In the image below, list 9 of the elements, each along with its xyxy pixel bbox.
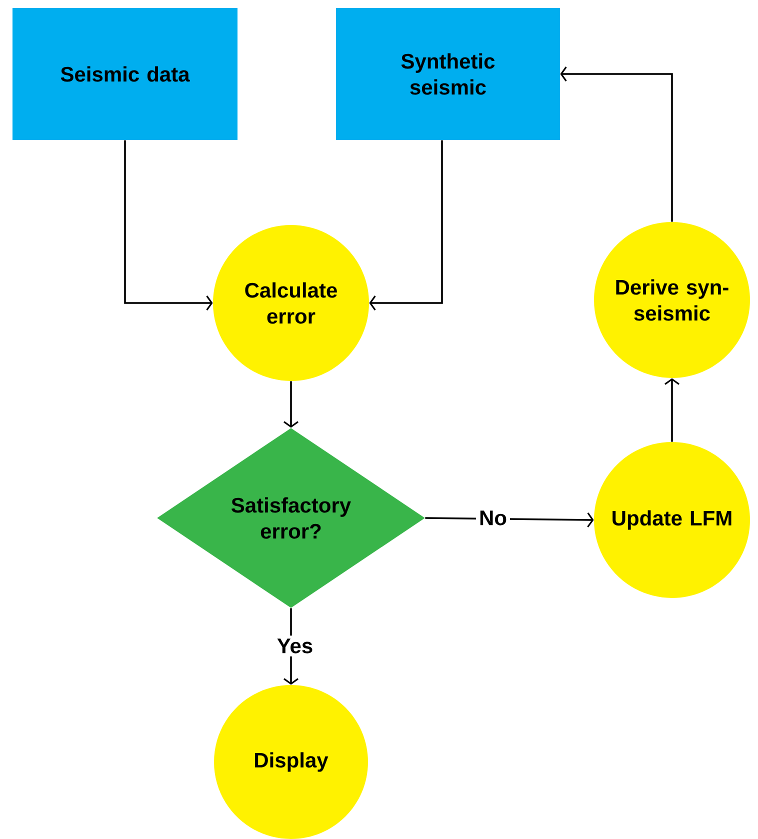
arrow: [124, 140, 213, 310]
arrow: [664, 378, 680, 442]
edge-label: No: [476, 508, 510, 528]
arrow: [284, 381, 298, 428]
arrow: [369, 140, 443, 310]
edge-label: Yes: [274, 636, 316, 656]
arrow: [560, 66, 673, 222]
process-box: Seismic data: [12, 8, 238, 140]
process-box: Synthetic seismic: [336, 8, 560, 140]
